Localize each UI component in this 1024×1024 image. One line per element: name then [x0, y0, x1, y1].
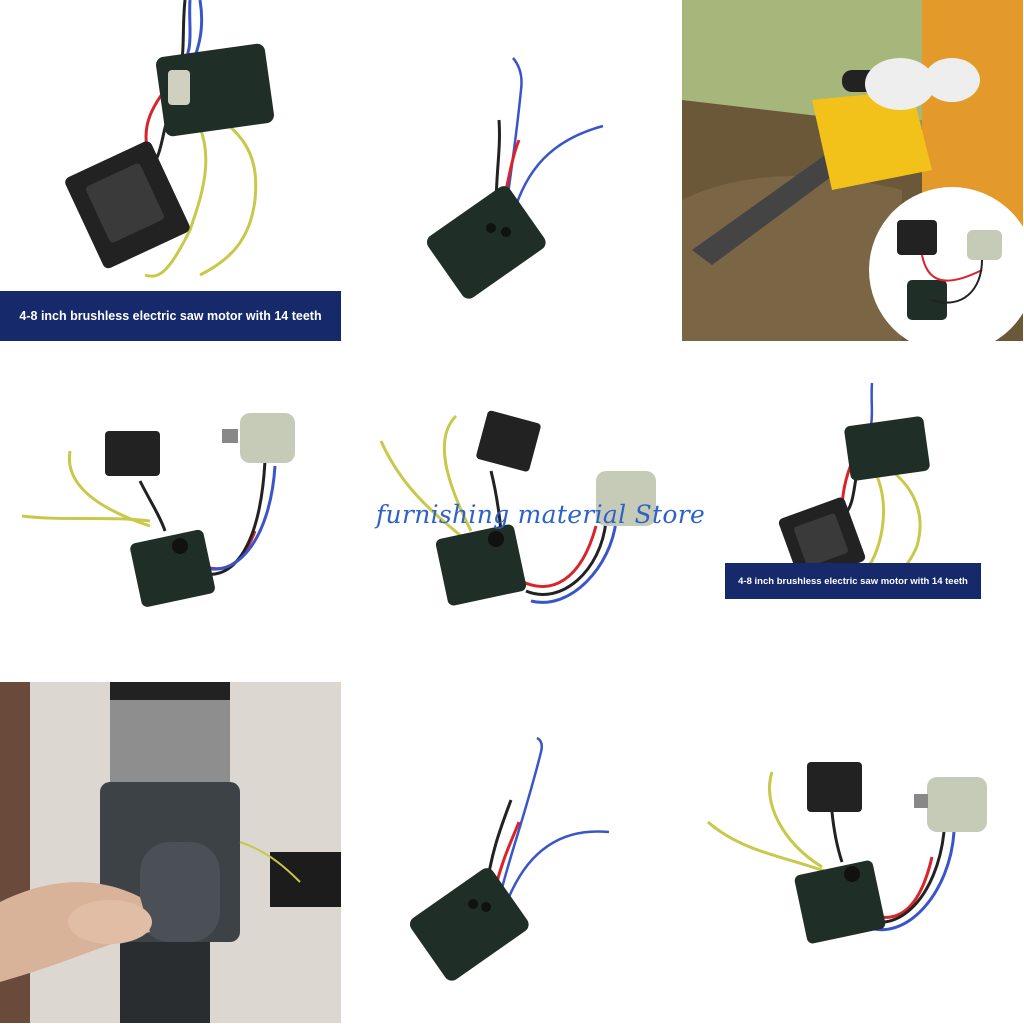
product-caption: 4-8 inch brushless electric saw motor wi… — [0, 291, 341, 341]
photo-chainsaw-cutting-log — [682, 0, 1023, 341]
photo-controller-with-switch-captioned: 4-8 inch brushless electric saw motor wi… — [0, 0, 341, 341]
photo-controller-board-wires — [341, 0, 682, 341]
photo-controller-with-switch-captioned-small: 4-8 inch brushless electric saw motor wi… — [682, 341, 1023, 682]
kit-illustration-a — [21, 413, 295, 607]
product-caption-small: 4-8 inch brushless electric saw motor wi… — [725, 563, 981, 599]
controller-switch-illustration — [65, 0, 274, 278]
chainsaw-scene-illustration — [682, 0, 1023, 341]
photo-motor-held-in-hand — [0, 682, 341, 1023]
controller-board-illustration-2 — [409, 736, 610, 981]
store-watermark: furnishing material Store — [376, 500, 706, 529]
controller-switch-illustration-small — [778, 382, 930, 593]
kit-illustration-c — [707, 762, 987, 944]
controller-board-illustration — [426, 57, 604, 299]
photo-controller-switch-motor-kit — [0, 341, 341, 682]
kit-illustration-b — [379, 410, 656, 606]
photo-controller-switch-motor-kit-watermarked — [341, 341, 682, 682]
photo-controller-switch-motor-kit-2 — [682, 682, 1023, 1023]
photo-controller-board-wires-2 — [341, 682, 682, 1023]
motor-in-hand-illustration — [0, 682, 341, 1023]
